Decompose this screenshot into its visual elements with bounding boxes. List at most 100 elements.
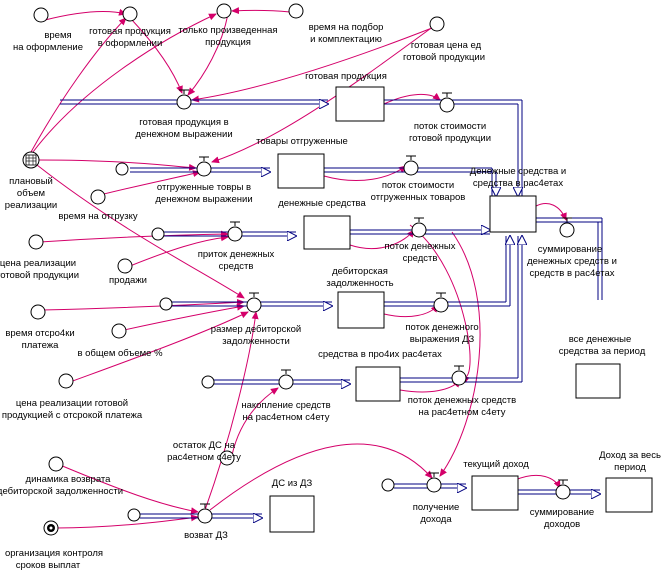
- link: [99, 170, 201, 196]
- link: [209, 443, 433, 511]
- stocks: [269, 86, 653, 533]
- link: [191, 27, 433, 103]
- link: [36, 164, 245, 299]
- stock-gotovaya-produkciya: [335, 86, 385, 122]
- label: сроков выплат: [16, 560, 81, 571]
- link: [41, 298, 245, 311]
- label: отгруженных товаров: [371, 192, 466, 203]
- auxiliaries: [28, 3, 445, 472]
- label: средств в рас4етах: [530, 268, 615, 279]
- label: дебиторская: [332, 266, 388, 277]
- label: Денежные средства и: [470, 166, 566, 177]
- link: [383, 304, 439, 318]
- label: время на отгрузку: [58, 211, 138, 222]
- label: доходов: [544, 519, 580, 530]
- aux-gotovaya-cena: [429, 16, 445, 32]
- valve-icon: [451, 365, 467, 386]
- target-icon: [43, 520, 59, 536]
- label: время отсро4ки: [5, 328, 74, 339]
- link: [69, 311, 249, 383]
- label: на рас4етном с4ету: [419, 407, 506, 418]
- label: готовая продукция: [305, 71, 387, 82]
- label: готовой продукции: [403, 52, 485, 63]
- label: период: [614, 462, 646, 473]
- stock-sredstva-pro4: [355, 366, 401, 402]
- label: в оформлении: [98, 38, 163, 49]
- cloud-icon: [201, 375, 215, 389]
- label: платежа: [22, 340, 60, 351]
- valves: [176, 89, 575, 524]
- link: [514, 475, 561, 489]
- link: [55, 514, 199, 529]
- label: отгруженные товры в: [157, 182, 251, 193]
- cloud-icon: [127, 508, 141, 522]
- aux-vremya-otgruzku: [90, 189, 106, 205]
- link: [44, 8, 127, 21]
- label: денежном выражении: [155, 194, 252, 205]
- cloud-icon: [115, 162, 129, 176]
- flow-pipes: [60, 100, 603, 518]
- label: размер дебиторской: [211, 324, 301, 335]
- aux-tolko-proizv: [216, 3, 232, 19]
- link: [439, 231, 481, 477]
- label: цена реализации готовой: [16, 398, 128, 409]
- link: [32, 13, 217, 153]
- label: средства в про4их рас4етах: [318, 349, 442, 360]
- stock-ds-iz-dz: [269, 495, 315, 533]
- label: только произведенная: [178, 25, 277, 36]
- aux-dinamika: [48, 456, 64, 472]
- label: средств: [403, 253, 438, 264]
- label: реализации: [5, 200, 57, 211]
- aux-gotovaya-v-oformlenii: [122, 6, 138, 22]
- label: задолженности: [222, 336, 290, 347]
- link: [204, 311, 259, 511]
- label: выражения ДЗ: [410, 334, 475, 345]
- label: динамика возврата: [26, 474, 112, 485]
- label: и комплектацию: [310, 34, 382, 45]
- label: суммирование: [530, 507, 594, 518]
- label: текущий доход: [463, 459, 529, 470]
- link: [409, 224, 471, 384]
- aux-cena-otsr: [58, 373, 74, 389]
- valve-icon: [439, 92, 455, 113]
- label: денежном выражении: [135, 129, 232, 140]
- valve-icon: [197, 503, 213, 524]
- label: готовая продукция: [89, 26, 171, 37]
- labels: время на оформление готовая продукция в …: [0, 22, 661, 571]
- stock-tovary-otgruzhennye: [277, 153, 325, 189]
- label: продукцией с отсрокой платежа: [2, 410, 143, 421]
- label: дебиторской задолженности: [0, 486, 123, 497]
- link: [131, 19, 183, 94]
- label: в общем объеме %: [77, 348, 163, 359]
- stock-debitorka: [337, 291, 385, 329]
- valve-icon: [227, 221, 243, 242]
- label: готовая цена ед: [411, 40, 482, 51]
- label: готовой продукции: [0, 270, 79, 281]
- valve-icon: [433, 292, 449, 313]
- label: накопление средств: [241, 400, 330, 411]
- label: дохода: [420, 514, 452, 525]
- label: Доход за весь: [599, 450, 661, 461]
- label: время: [44, 30, 71, 41]
- aux-cena-realiz: [28, 234, 44, 250]
- sources: [115, 162, 395, 522]
- label: получение: [413, 502, 460, 513]
- valve-icon: [559, 217, 575, 238]
- label: продажи: [109, 275, 147, 286]
- link: [187, 13, 229, 96]
- stock-denezhnye-sredstva: [303, 215, 351, 250]
- link: [349, 229, 415, 250]
- valve-icon: [176, 89, 192, 110]
- label: готовая продукция в: [139, 117, 228, 128]
- label: суммирование: [538, 244, 602, 255]
- link: [323, 165, 407, 182]
- link: [129, 234, 229, 267]
- aux-vremya-oformlenie: [33, 7, 49, 23]
- label: средства в рас4етах: [473, 178, 563, 189]
- label: поток денежного: [405, 322, 478, 333]
- label: время на подбор: [309, 22, 384, 33]
- stock-den-sredstva-i-raschety: [489, 195, 537, 233]
- valve-icon: [426, 472, 442, 493]
- label: задолженность: [326, 278, 393, 289]
- aux-ostatok: [219, 450, 235, 466]
